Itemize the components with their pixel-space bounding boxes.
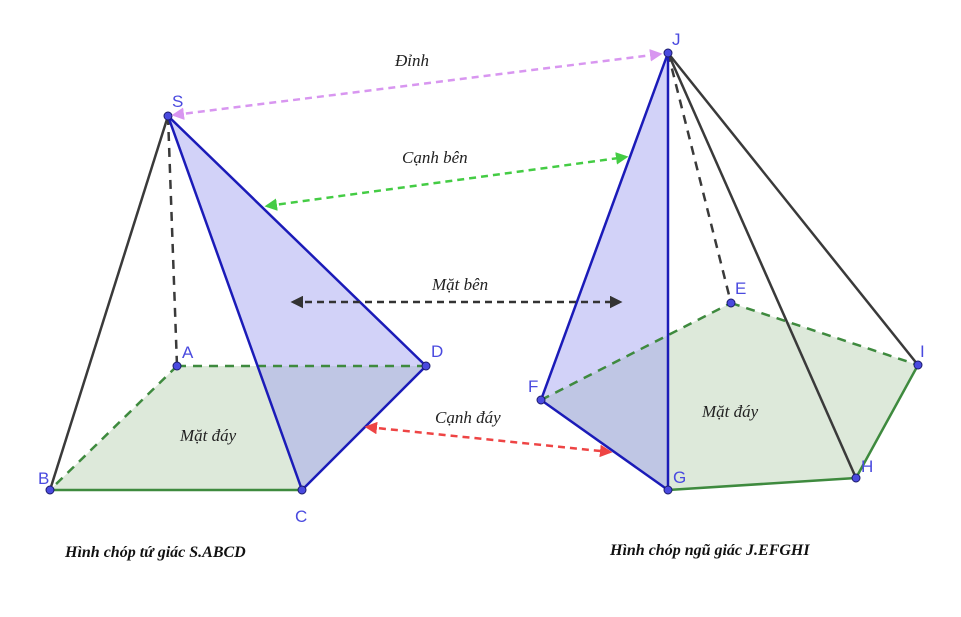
- edge-ji: [667, 52, 919, 366]
- label-j: J: [672, 30, 681, 49]
- point-c: [297, 485, 307, 495]
- point-h: [851, 473, 861, 483]
- edge-cd: [301, 365, 427, 491]
- base-label-right: Mặt đáy: [701, 402, 759, 421]
- point-g: [663, 485, 673, 495]
- edge-hi: [854, 364, 920, 479]
- edge-sc: [166, 115, 304, 491]
- label-h: H: [861, 457, 873, 476]
- base-face-efghi: [541, 303, 918, 490]
- label-base-edge: Cạnh đáy: [435, 408, 501, 427]
- label-lateral-face: Mặt bên: [431, 275, 488, 294]
- edge-ab-hidden: [49, 365, 178, 491]
- edge-fe-hidden: [540, 301, 732, 402]
- annotations: Đỉnh Cạnh bên Mặt bên Cạnh đáy: [171, 49, 663, 458]
- edge-gh: [667, 476, 857, 492]
- arrow-apex: [171, 49, 663, 120]
- pyramid-right: J E F G H I Mặt đáy Hình chóp ngũ giác J…: [528, 30, 925, 559]
- label-b: B: [38, 469, 49, 488]
- label-s: S: [172, 92, 183, 111]
- point-s: [163, 111, 173, 121]
- point-f: [536, 395, 546, 405]
- point-d: [421, 361, 431, 371]
- label-g: G: [673, 468, 686, 487]
- edge-sa-hidden: [166, 115, 179, 367]
- edge-jh: [666, 52, 858, 479]
- label-apex: Đỉnh: [394, 51, 429, 70]
- label-i: I: [920, 342, 925, 361]
- point-j: [663, 48, 673, 58]
- base-label-left: Mặt đáy: [179, 426, 237, 445]
- edge-sd: [167, 115, 427, 367]
- caption-right: Hình chóp ngũ giác J.EFGHI: [609, 542, 810, 559]
- point-a: [172, 361, 182, 371]
- caption-left: Hình chóp tứ giác S.ABCD: [64, 544, 246, 561]
- label-d: D: [431, 342, 443, 361]
- label-c: C: [295, 507, 307, 526]
- edge-ei-hidden: [730, 301, 919, 367]
- edge-je-hidden: [666, 52, 733, 304]
- label-lateral-edge: Cạnh bên: [402, 148, 468, 167]
- arrow-lateral-edge: [264, 152, 629, 211]
- label-e: E: [735, 279, 746, 298]
- label-a: A: [182, 343, 194, 362]
- label-f: F: [528, 377, 538, 396]
- point-i: [913, 360, 923, 370]
- point-b: [45, 485, 55, 495]
- arrow-base-edge: [364, 421, 613, 458]
- point-e: [726, 298, 736, 308]
- lateral-face-jfg: [541, 53, 668, 490]
- pyramid-left: S A B C D Mặt đáy Hình chóp tứ giác S.AB…: [38, 92, 443, 561]
- edge-sb: [48, 115, 170, 491]
